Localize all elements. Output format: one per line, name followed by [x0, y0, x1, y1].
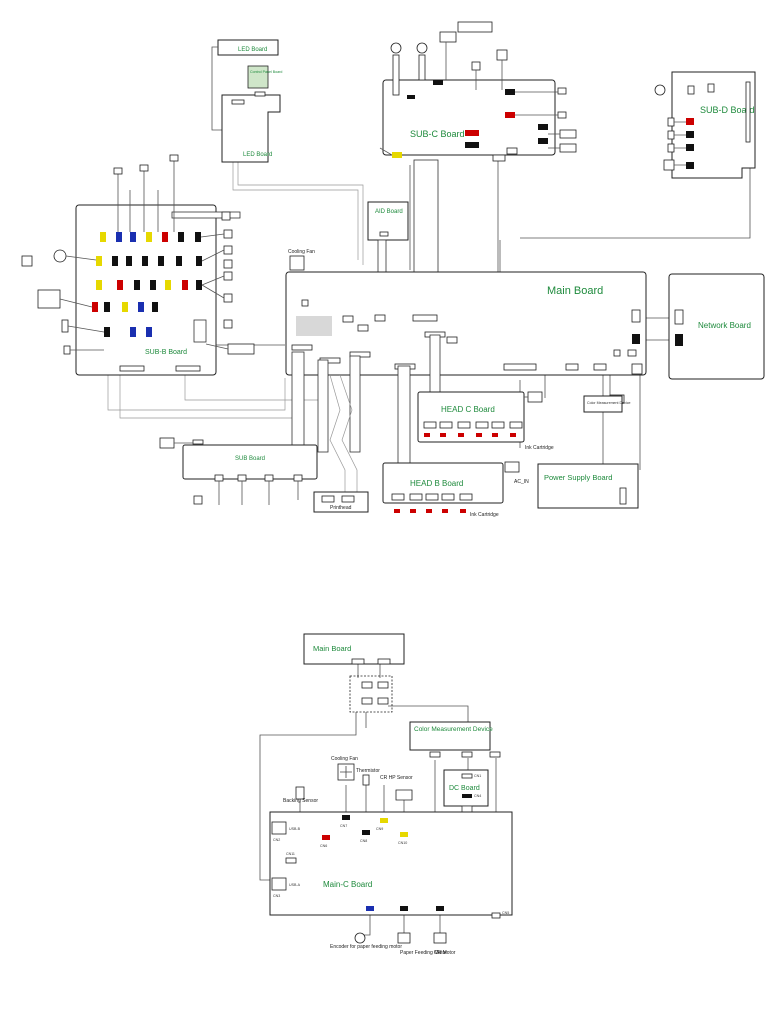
- cn5-label: CN5: [502, 911, 509, 915]
- cr-hp-sensor: [395, 789, 413, 801]
- usb-a-port: [271, 877, 287, 891]
- printhead-label: Printhead: [330, 505, 352, 511]
- backing-sensor: [295, 786, 305, 800]
- cn2-label: CN2: [273, 838, 280, 842]
- main-c-board-label: Main-C Board: [323, 880, 372, 889]
- sub-c-board: [382, 79, 556, 156]
- head-b-board: [382, 462, 504, 504]
- dc-board: [443, 769, 489, 807]
- upper-color-measurement-group: Color Measurement Device: [583, 395, 631, 413]
- usb-b-port: [271, 821, 287, 835]
- backing-sensor-label: Backing Sensor: [283, 798, 318, 804]
- junction-box: [349, 675, 393, 713]
- upper-color-measurement-label: Color Measurement Device: [587, 401, 631, 405]
- usb-b-label: USB-B: [289, 827, 301, 831]
- head-b-board-group: HEAD B Board Ink Cartridge AC_IN: [382, 365, 529, 518]
- sub-b-board: [75, 204, 217, 376]
- aid-board: [367, 201, 409, 241]
- ink-cartridge-b-label: Ink Cartridge: [470, 512, 499, 518]
- cn7-label: CN7: [340, 824, 347, 828]
- encoder: [354, 932, 366, 944]
- lower-peripherals: Cooling Fan Thermistor CR HP Sensor Back…: [283, 756, 456, 956]
- lower-color-measurement-label: Color Measurement Device: [414, 726, 493, 733]
- sub-c-board-label: SUB-C Board: [410, 129, 465, 139]
- cn6-label: CN6: [320, 844, 327, 848]
- paper-feeding-motor-label: Paper Feeding Motor: [400, 950, 447, 956]
- sub-board-group: SUB Board Printhead: [159, 351, 369, 513]
- aid-board-label: AID Board: [375, 209, 403, 215]
- sub-b-board-group: SUB-B Board: [21, 154, 255, 376]
- upper-color-measurement-device: [583, 395, 623, 413]
- led-board-inner: [221, 94, 281, 163]
- usb-a-label: USB-A: [289, 883, 301, 887]
- led-board-outer: [217, 39, 279, 56]
- sub-board-label: SUB Board: [235, 456, 265, 462]
- head-c-board-label: HEAD C Board: [441, 405, 495, 414]
- cn10-label: CN10: [398, 841, 407, 845]
- dc-cn1-label: CN1: [474, 774, 481, 778]
- lower-color-measurement-group: Color Measurement Device: [409, 721, 501, 758]
- main-c-board: [269, 811, 513, 916]
- thermistor: [362, 774, 370, 786]
- dc-cn4-label: CN4: [474, 794, 481, 798]
- network-board: [668, 273, 765, 380]
- cn9-label: CN9: [376, 827, 383, 831]
- sub-d-board-label: SUB-D Board: [700, 105, 755, 115]
- sub-board: [182, 444, 318, 480]
- lower-main-board-group: Main Board: [303, 633, 405, 665]
- head-b-board-label: HEAD B Board: [410, 479, 463, 488]
- head-c-board-group: HEAD C Board Ink Cartridge: [417, 334, 554, 451]
- control-panel-board: [247, 65, 269, 89]
- network-board-group: Network Board: [668, 273, 765, 380]
- thermistor-label: Thermistor: [356, 768, 380, 774]
- main-board-group: Main Board Cooling Fan: [285, 249, 647, 404]
- cr-motor: [433, 932, 447, 944]
- network-board-label: Network Board: [698, 321, 751, 330]
- sub-b-board-label: SUB-B Board: [145, 349, 187, 356]
- led-board-group: LED Board LED Board Control Panel Board: [211, 39, 282, 163]
- led-board-inner-label: LED Board: [243, 152, 272, 158]
- cn11-label: CN11: [286, 852, 295, 856]
- cn8-label: CN8: [360, 839, 367, 843]
- cr-motor-label: CR Motor: [434, 950, 456, 956]
- cr-hp-sensor-label: CR HP Sensor: [380, 775, 413, 781]
- ac-in-label: AC_IN: [514, 479, 529, 485]
- sub-c-board-group: SUB-C Board: [379, 21, 577, 316]
- main-board: [285, 271, 647, 376]
- power-supply-group: Power Supply Board: [537, 463, 639, 509]
- ink-cartridge-c-label: Ink Cartridge: [525, 445, 554, 451]
- main-c-board-group: Main-C Board USB-B CN2 USB-A CN3 CN11 CN…: [269, 811, 513, 919]
- upper-cooling-fan-label: Cooling Fan: [288, 249, 315, 255]
- lower-cooling-fan-label: Cooling Fan: [331, 756, 358, 762]
- main-board-label: Main Board: [547, 285, 603, 297]
- power-supply-label: Power Supply Board: [544, 473, 612, 482]
- lower-main-board-label: Main Board: [313, 644, 351, 653]
- sub-d-board: [671, 71, 756, 179]
- head-c-board: [417, 391, 525, 443]
- cn3-label: CN3: [273, 894, 280, 898]
- control-panel-label: Control Panel Board: [250, 70, 282, 74]
- led-board-label: LED Board: [238, 47, 267, 53]
- paper-feeding-motor: [397, 932, 411, 944]
- dc-board-label: DC Board: [449, 785, 480, 792]
- lower-color-measurement-device: [409, 721, 491, 751]
- sub-d-board-group: SUB-D Board: [654, 71, 756, 179]
- encoder-label: Encoder for paper feeding motor: [330, 944, 402, 950]
